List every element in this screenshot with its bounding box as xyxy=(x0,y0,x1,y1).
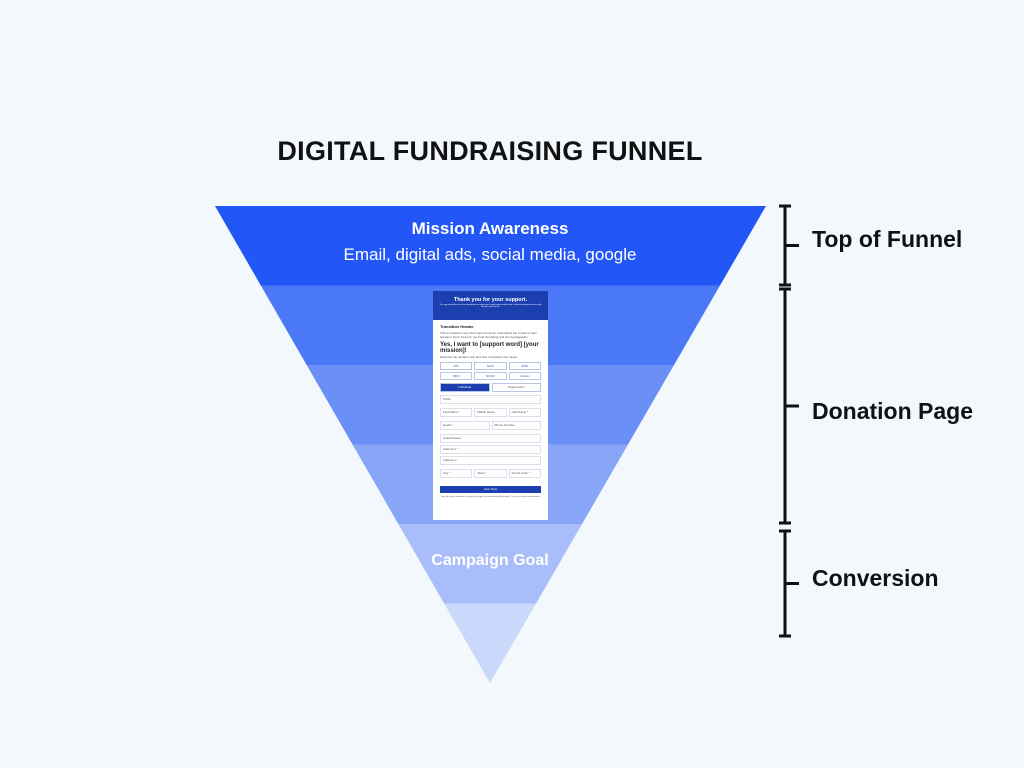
last-name-field[interactable]: Last Name * xyxy=(508,408,541,417)
funnel-band xyxy=(215,206,766,286)
bracket-label-donation: Donation Page xyxy=(812,398,974,424)
first-name-field[interactable]: First Name * xyxy=(440,408,473,417)
amount-option[interactable]: $1000 xyxy=(474,372,507,380)
postal-field[interactable]: Postal Code * xyxy=(508,469,541,478)
address2-field[interactable]: Address 2 xyxy=(440,456,541,465)
amount-option[interactable]: $100 xyxy=(474,362,507,370)
bracket xyxy=(779,204,799,287)
stage-title-mission-awareness: Mission Awareness xyxy=(411,219,569,238)
stage-subtitle-mission-awareness: Email, digital ads, social media, google xyxy=(343,245,637,264)
email-field[interactable]: Email * xyxy=(440,421,490,430)
country-field[interactable]: United States xyxy=(440,434,541,443)
donation-page-mockup: Thank you for your support.The copy shou… xyxy=(433,291,548,520)
bracket-label-conversion: Conversion xyxy=(812,565,939,591)
city-field[interactable]: City * xyxy=(440,469,473,478)
ask-heading: Yes, I want to [support word] [your miss… xyxy=(440,342,539,354)
give-now-button[interactable]: Give Now xyxy=(440,486,541,493)
amount-option[interactable]: $500 xyxy=(440,372,473,380)
prefix-field[interactable]: Prefix xyxy=(440,395,541,404)
bracket-label-top: Top of Funnel xyxy=(812,226,963,252)
bracket xyxy=(779,529,799,638)
mockup-header-sub: The copy should focus on the immediate n… xyxy=(439,304,542,308)
funnel-band xyxy=(398,524,582,604)
diagram-title: DIGITAL FUNDRAISING FUNNEL xyxy=(277,136,703,166)
stage-title-campaign-goal: Campaign Goal xyxy=(431,552,549,569)
amount-option[interactable]: $250 xyxy=(508,362,541,370)
ask-sub: Reiterate the donation ask and how it ad… xyxy=(440,355,518,359)
mockup-footer: Your gift is going to impact this specif… xyxy=(440,496,541,498)
bracket xyxy=(779,287,799,525)
transition-text: This is transition copy that helps the d… xyxy=(440,331,537,339)
toggle-organization[interactable]: Organization xyxy=(491,383,541,392)
mockup-header: Thank you for your support. xyxy=(453,297,528,303)
amount-option[interactable]: Custom xyxy=(508,372,541,380)
transition-header: Transition Header xyxy=(440,324,474,329)
middle-name-field[interactable]: Middle Name xyxy=(474,408,507,417)
funnel-band xyxy=(444,603,536,683)
toggle-individual[interactable]: Individual xyxy=(440,383,490,392)
amount-option[interactable]: $25 xyxy=(440,362,473,370)
phone-field[interactable]: Phone Number xyxy=(491,421,541,430)
state-field[interactable]: State * xyxy=(474,469,507,478)
address1-field[interactable]: Address 1 * xyxy=(440,445,541,454)
